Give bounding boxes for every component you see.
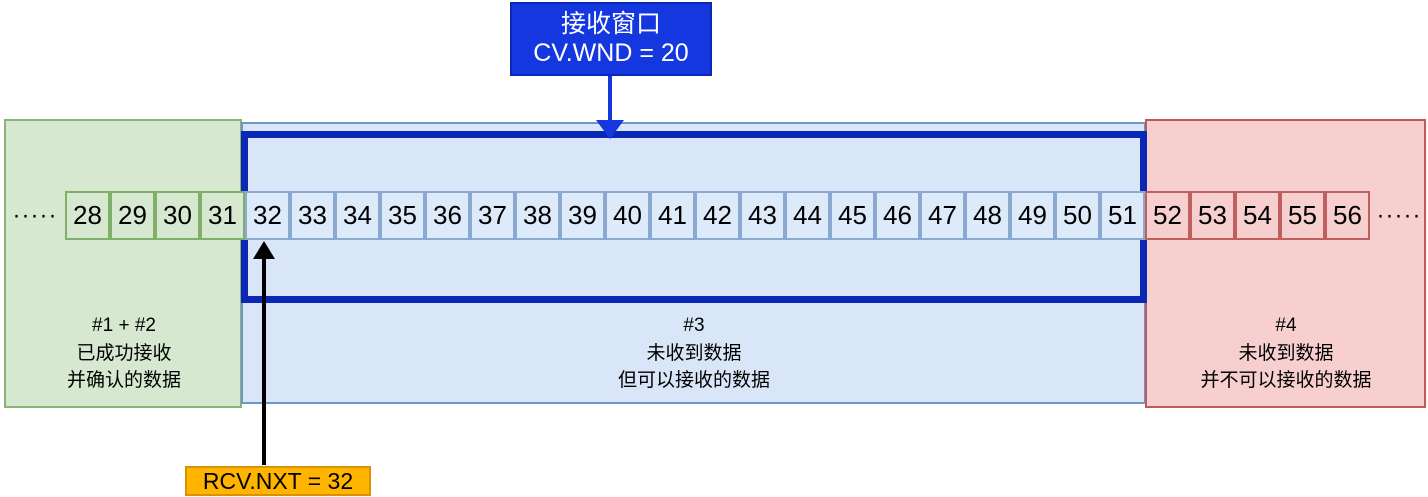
callout-line-2: CV.WND = 20 — [533, 39, 689, 67]
sequence-cell-35: 35 — [380, 191, 425, 240]
sequence-cell-50: 50 — [1055, 191, 1100, 240]
rcv-nxt-arrow-head-icon — [253, 241, 275, 259]
ellipsis-right: ····· — [1376, 201, 1422, 229]
sequence-cell-44: 44 — [785, 191, 830, 240]
region-not-receivable — [1145, 119, 1426, 408]
sequence-cell-36: 36 — [425, 191, 470, 240]
sequence-cell-40: 40 — [605, 191, 650, 240]
sequence-cell-56: 56 — [1325, 191, 1370, 240]
sequence-cell-28: 28 — [65, 191, 110, 240]
caption-region-3: #3 未收到数据 但可以接收的数据 — [250, 312, 1138, 395]
sequence-cell-38: 38 — [515, 191, 560, 240]
sequence-cell-37: 37 — [470, 191, 515, 240]
sequence-cell-55: 55 — [1280, 191, 1325, 240]
caption-tag: #1 + #2 — [92, 315, 156, 336]
ellipsis-left: ····· — [12, 201, 58, 229]
caption-line-3: 但可以接收的数据 — [617, 370, 770, 392]
callout-line-1: 接收窗口 — [560, 10, 661, 38]
sequence-cell-53: 53 — [1190, 191, 1235, 240]
caption-tag: #3 — [683, 315, 705, 336]
caption-region-1-2: #1 + #2 已成功接收 并确认的数据 — [10, 312, 238, 395]
sequence-cell-30: 30 — [155, 191, 200, 240]
sequence-cell-39: 39 — [560, 191, 605, 240]
rcv-nxt-label: RCV.NXT = 32 — [185, 466, 371, 496]
sequence-cell-46: 46 — [875, 191, 920, 240]
region-acknowledged — [4, 119, 242, 408]
caption-line-2: 已成功接收 — [76, 342, 172, 364]
sequence-cell-31: 31 — [200, 191, 245, 240]
region-receivable — [241, 122, 1146, 404]
callout-arrow-shaft — [608, 76, 612, 124]
sequence-cell-52: 52 — [1145, 191, 1190, 240]
caption-line-2: 未收到数据 — [1238, 342, 1334, 364]
callout-arrow-head-icon — [596, 120, 624, 139]
sequence-cell-42: 42 — [695, 191, 740, 240]
caption-region-4: #4 未收到数据 并不可以接收的数据 — [1150, 312, 1422, 395]
sequence-cell-54: 54 — [1235, 191, 1280, 240]
caption-line-3: 并确认的数据 — [66, 370, 181, 392]
sequence-cell-45: 45 — [830, 191, 875, 240]
sequence-cell-32: 32 — [245, 191, 290, 240]
sequence-cell-51: 51 — [1100, 191, 1145, 240]
sequence-cell-34: 34 — [335, 191, 380, 240]
sequence-cell-47: 47 — [920, 191, 965, 240]
caption-line-2: 未收到数据 — [646, 342, 742, 364]
sequence-cell-41: 41 — [650, 191, 695, 240]
receive-window-callout: 接收窗口 CV.WND = 20 — [510, 2, 712, 76]
sequence-cell-49: 49 — [1010, 191, 1055, 240]
caption-tag: #4 — [1275, 315, 1297, 336]
rcv-nxt-arrow-shaft — [262, 256, 266, 465]
sequence-cell-29: 29 — [110, 191, 155, 240]
caption-line-3: 并不可以接收的数据 — [1200, 370, 1372, 392]
sequence-cell-43: 43 — [740, 191, 785, 240]
sequence-cell-48: 48 — [965, 191, 1010, 240]
sequence-cell-33: 33 — [290, 191, 335, 240]
